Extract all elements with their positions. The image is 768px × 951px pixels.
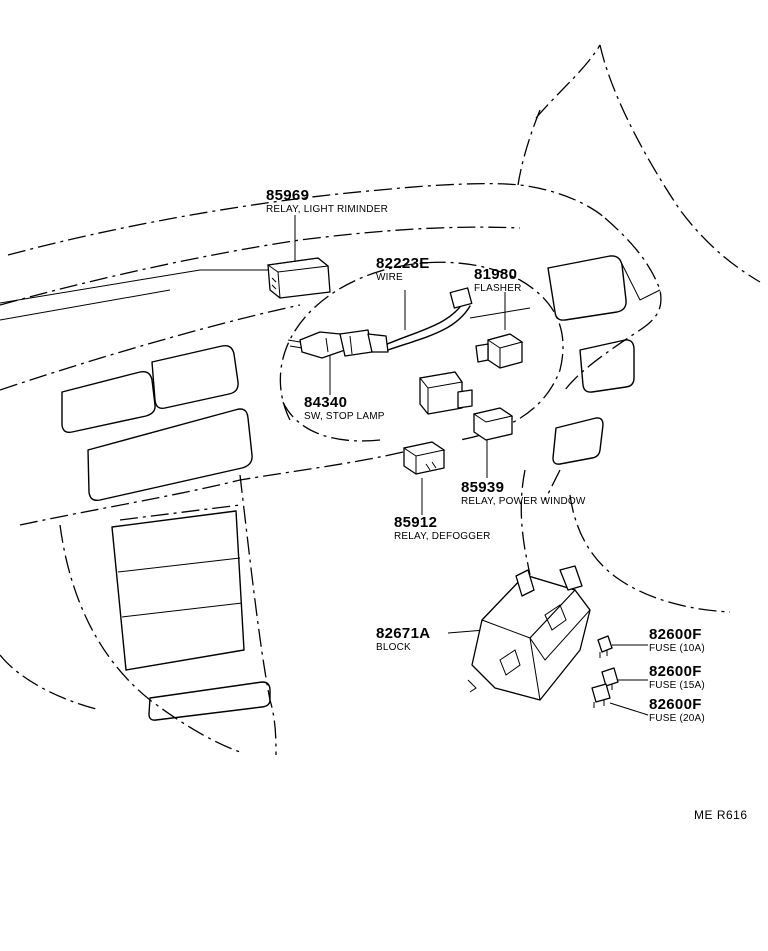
label-82671a: 82671A BLOCK [376, 625, 430, 653]
relay-light-riminder-shape [266, 257, 331, 299]
part-desc-block: BLOCK [376, 642, 411, 653]
leader-lines [294, 215, 649, 716]
relay-defogger-shape [402, 441, 446, 475]
flasher-shape [475, 333, 524, 369]
label-85969: 85969 RELAY, LIGHT RIMINDER [266, 187, 388, 215]
part-desc-fuse-20a: FUSE (20A) [649, 713, 705, 724]
part-number-82600f-10a: 82600F [649, 626, 702, 643]
part-desc-sw-stop-lamp: SW, STOP LAMP [304, 411, 385, 422]
part-desc-flasher: FLASHER [474, 283, 522, 294]
part-desc-relay-light-riminder: RELAY, LIGHT RIMINDER [266, 204, 388, 215]
part-number-82600f-15a: 82600F [649, 663, 702, 680]
part-desc-fuse-15a: FUSE (15A) [649, 680, 705, 691]
label-85912: 85912 RELAY, DEFOGGER [394, 514, 491, 542]
label-82600f-10a: 82600F FUSE (10A) [649, 626, 705, 654]
part-number-82671a: 82671A [376, 625, 430, 642]
part-number-85969: 85969 [266, 187, 309, 204]
fuses-shape [591, 635, 619, 708]
label-82223e: 82223E WIRE [376, 255, 430, 283]
part-desc-relay-power-window: RELAY, POWER WINDOW [461, 496, 586, 507]
junction-block-shape [467, 565, 591, 701]
relay-cluster-shape [419, 371, 514, 441]
part-desc-wire: WIRE [376, 272, 403, 283]
part-number-82600f-20a: 82600F [649, 696, 702, 713]
part-number-82223e: 82223E [376, 255, 430, 272]
part-number-85912: 85912 [394, 514, 437, 531]
part-number-81980: 81980 [474, 266, 517, 283]
part-desc-fuse-10a: FUSE (10A) [649, 643, 705, 654]
dashboard-outline [0, 44, 761, 756]
label-82600f-15a: 82600F FUSE (15A) [649, 663, 705, 691]
label-84340: 84340 SW, STOP LAMP [304, 394, 385, 422]
wire-harness-shape [287, 287, 473, 359]
part-desc-relay-defogger: RELAY, DEFOGGER [394, 531, 491, 542]
label-81980: 81980 FLASHER [474, 266, 522, 294]
diagram-code: ME R616 [694, 808, 748, 822]
part-number-85939: 85939 [461, 479, 504, 496]
label-85939: 85939 RELAY, POWER WINDOW [461, 479, 586, 507]
label-82600f-20a: 82600F FUSE (20A) [649, 696, 705, 724]
part-number-84340: 84340 [304, 394, 347, 411]
